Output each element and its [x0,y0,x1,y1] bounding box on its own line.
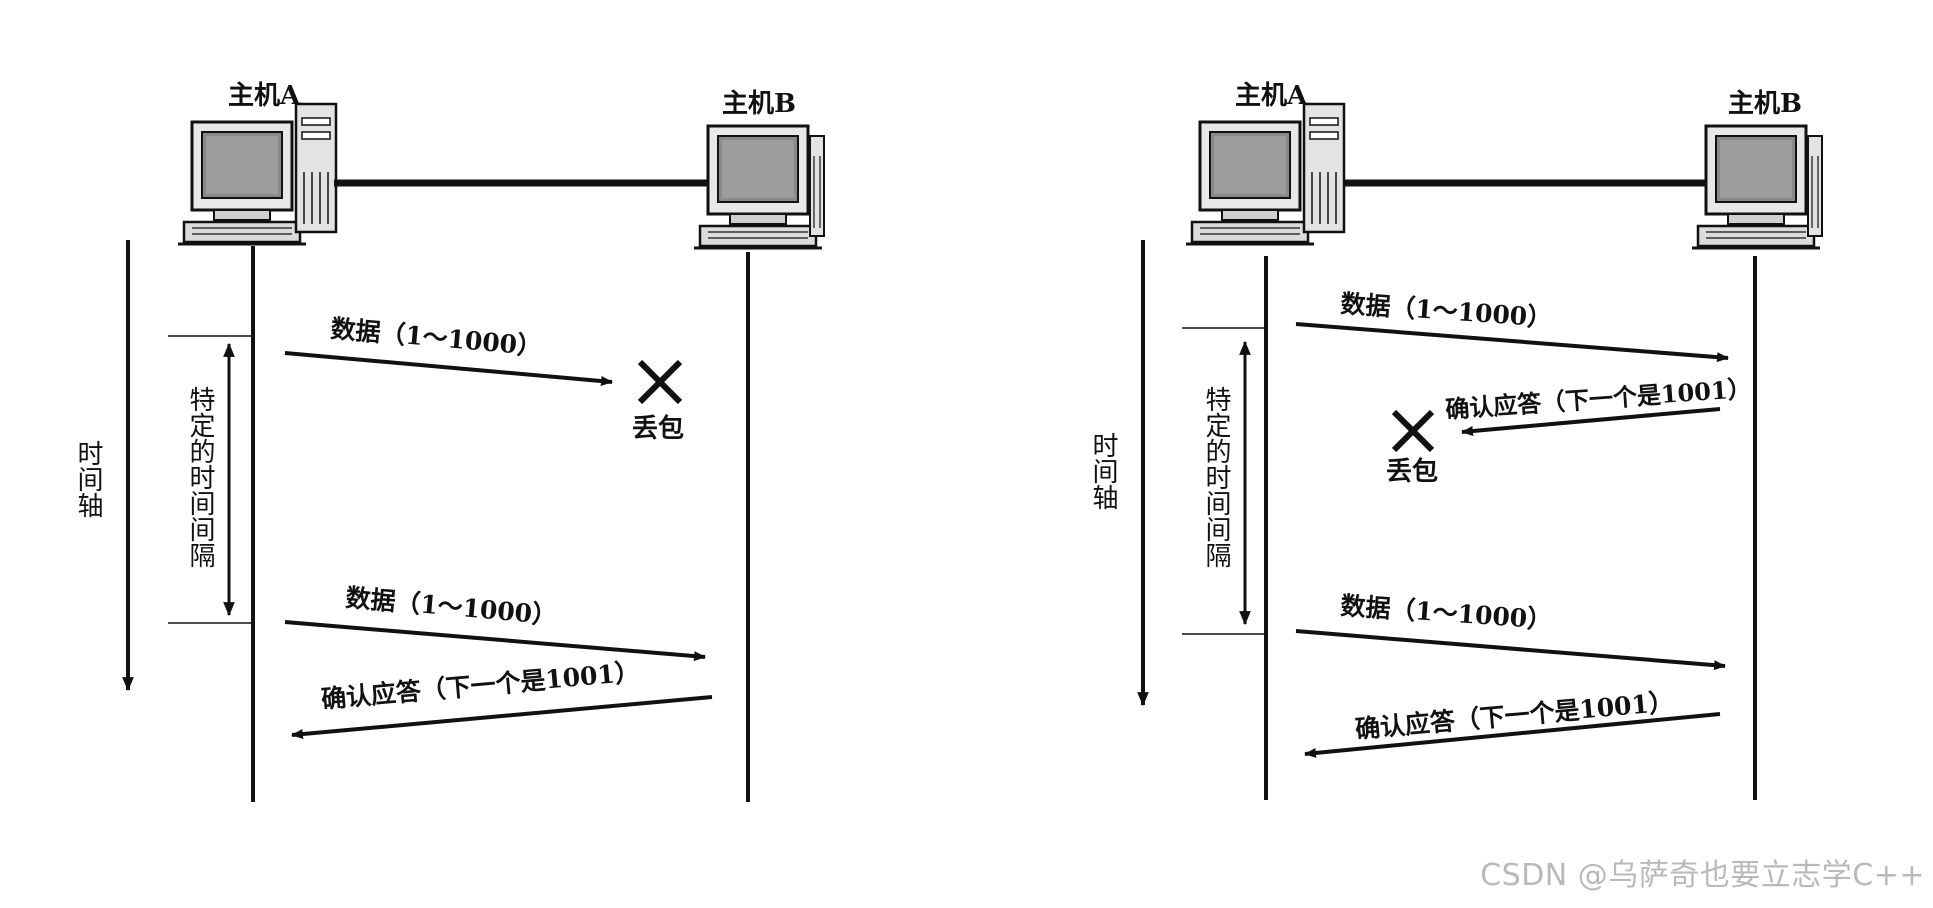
right-data-arrow-2 [1295,629,1726,671]
left-panel: 主机A 主机B 时间轴 特定的时间间隔 数据（1～1000） 丢包 数据（1～1… [73,81,826,802]
left-host-b-computer-icon [692,124,826,250]
right-ack-arrow-1 [1461,407,1721,437]
csdn-watermark: CSDN @乌萨奇也要立志学C++ [1480,858,1925,893]
left-data-label-1: 数据（1～1000） [329,314,543,361]
right-data-label-2: 数据（1～1000） [1340,591,1553,635]
right-time-axis-label: 时间轴 [1088,432,1118,510]
right-data-label-1: 数据（1～1000） [1340,289,1553,333]
right-data-arrow-1 [1295,322,1729,363]
left-interval-label: 特定的时间间隔 [185,386,215,568]
left-ack-label: 确认应答（下一个是1001） [320,657,641,714]
right-ack-label-1: 确认应答（下一个是1001） [1444,374,1752,424]
right-ack-arrow-2 [1304,712,1721,758]
left-time-axis-label: 时间轴 [73,440,103,518]
right-host-a-label: 主机A [1235,81,1308,111]
left-data-label-2: 数据（1～1000） [344,583,558,630]
right-loss-label: 丢包 [1386,456,1438,487]
left-host-b-label: 主机B [722,89,796,119]
left-ack-arrow [291,695,713,739]
left-data-arrow-1 [284,351,613,387]
right-host-b-computer-icon [1690,124,1824,250]
left-loss-x-icon [637,359,683,405]
left-host-a-computer-icon [176,102,338,246]
left-loss-label: 丢包 [632,413,684,444]
right-loss-x-icon [1391,409,1435,453]
right-host-a-computer-icon [1184,102,1346,246]
right-panel: 主机A 主机B 时间轴 特定的时间间隔 数据（1～1000） 确认应答（下一个是… [1088,81,1824,800]
right-interval-label: 特定的时间间隔 [1201,386,1231,568]
left-data-arrow-2 [284,620,706,662]
left-host-a-label: 主机A [228,81,301,111]
right-host-b-label: 主机B [1728,89,1802,119]
